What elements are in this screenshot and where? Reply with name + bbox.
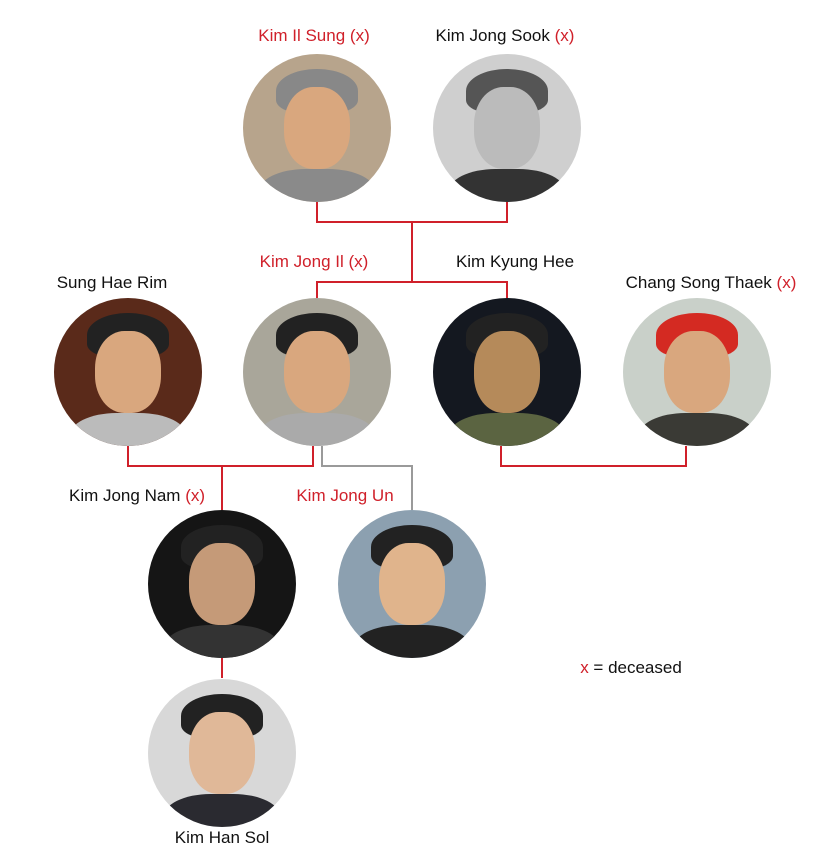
photo-kim-jong-nam (148, 510, 296, 658)
deceased-mark: (x) (554, 26, 575, 45)
name: Sung Hae Rim (56, 273, 168, 292)
name: Kim Jong Il (259, 252, 344, 271)
deceased-mark: (x) (776, 273, 797, 292)
name: Kim Jong Sook (435, 26, 550, 45)
name: Kim Han Sol (174, 828, 270, 847)
photo-kim-jong-un (338, 510, 486, 658)
photo-kim-jong-sook (433, 54, 581, 202)
legend-text: = deceased (593, 658, 682, 677)
label-kim-jong-un: Kim Jong Un (296, 486, 393, 506)
photo-chang-song-thaek (623, 298, 771, 446)
deceased-mark: (x) (349, 26, 370, 45)
label-kim-han-sol: Kim Han Sol (175, 828, 269, 848)
label-chang-song-thaek: Chang Song Thaek (x) (626, 273, 797, 293)
parents-line (316, 202, 508, 223)
kimjongun-descent-line (321, 446, 413, 510)
deceased-mark: (x) (348, 252, 369, 271)
deceased-mark: (x) (185, 486, 206, 505)
name: Kim Il Sung (258, 26, 346, 45)
name: Chang Song Thaek (625, 273, 772, 292)
label-kim-jong-sook: Kim Jong Sook (x) (436, 26, 575, 46)
label-kim-il-sung: Kim Il Sung (x) (258, 26, 370, 46)
name: Kim Jong Un (296, 486, 394, 505)
label-kim-kyung-hee: Kim Kyung Hee (456, 252, 574, 272)
sung-kimjongil-line (127, 446, 314, 467)
photo-kim-jong-il (243, 298, 391, 446)
photo-sung-hae-rim (54, 298, 202, 446)
name: Kim Kyung Hee (455, 252, 575, 271)
photo-kim-han-sol (148, 679, 296, 827)
photo-kim-il-sung (243, 54, 391, 202)
legend-symbol: x (580, 658, 589, 677)
label-kim-jong-il: Kim Jong Il (x) (260, 252, 369, 272)
label-kim-jong-nam: Kim Jong Nam (x) (69, 486, 205, 506)
kyunghee-chang-line (500, 446, 687, 467)
siblings-line (316, 281, 508, 298)
legend: x = deceased (580, 658, 682, 678)
photo-kim-kyung-hee (433, 298, 581, 446)
name: Kim Jong Nam (68, 486, 181, 505)
label-sung-hae-rim: Sung Hae Rim (57, 273, 168, 293)
